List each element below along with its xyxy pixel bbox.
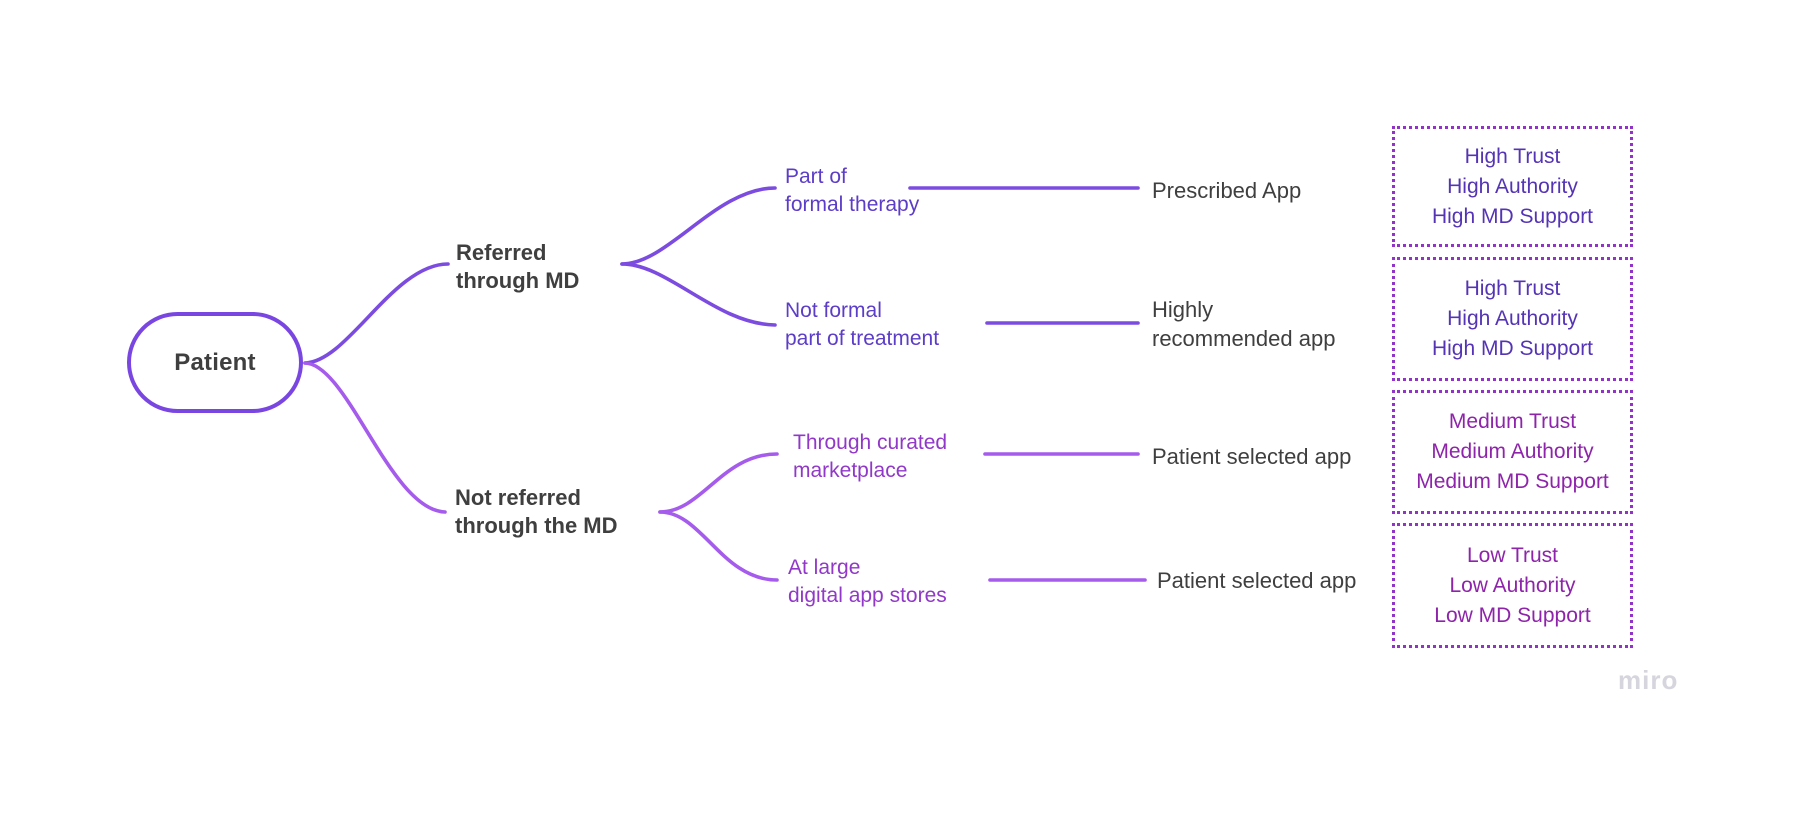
outcome-box-high-trust-2[interactable]: High Trust High Authority High MD Suppor… <box>1392 257 1633 381</box>
node-prescribed-app[interactable]: Prescribed App <box>1152 178 1302 203</box>
outcome-box-medium-trust[interactable]: Medium Trust Medium Authority Medium MD … <box>1392 390 1633 514</box>
node-referred-through-md[interactable]: Referred through MD <box>456 240 580 293</box>
miro-watermark: miro <box>1618 665 1679 695</box>
connector-referred-to-formal-therapy <box>620 186 777 266</box>
node-through-curated-marketplace[interactable]: Through curated marketplace <box>793 431 948 482</box>
node-at-large-digital-app-stores[interactable]: At large digital app stores <box>788 556 947 607</box>
node-patient[interactable]: Patient <box>127 312 303 413</box>
connector-notreferred-to-app-stores <box>658 510 779 582</box>
node-part-of-formal-therapy[interactable]: Part of formal therapy <box>785 165 920 216</box>
node-patient-selected-app-stores[interactable]: Patient selected app <box>1157 568 1357 593</box>
outcome-box-high-trust-1[interactable]: High Trust High Authority High MD Suppor… <box>1392 126 1633 247</box>
node-not-formal-part-of-treatment[interactable]: Not formal part of treatment <box>785 299 940 350</box>
node-highly-recommended-app[interactable]: Highly recommended app <box>1152 297 1336 351</box>
connector-notreferred-to-curated <box>658 452 779 514</box>
outcome-box-low-trust[interactable]: Low Trust Low Authority Low MD Support <box>1392 523 1633 648</box>
connector-root-to-referred-md <box>303 262 450 365</box>
node-patient-label: Patient <box>174 348 256 376</box>
node-patient-selected-app-curated[interactable]: Patient selected app <box>1152 444 1352 469</box>
connector-referred-to-not-formal <box>620 262 777 327</box>
node-not-referred-through-md[interactable]: Not referred through the MD <box>455 485 618 538</box>
connector-root-to-not-referred <box>303 361 447 514</box>
